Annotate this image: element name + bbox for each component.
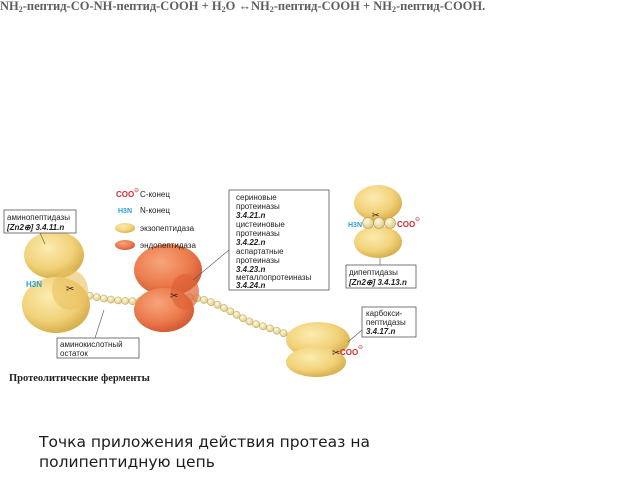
coo-carboxy: COO xyxy=(340,348,358,357)
aminopeptidase-name: аминопептидазы xyxy=(7,213,70,222)
legend-c-end-label: С-конец xyxy=(140,190,170,199)
dipeptidase-label-box xyxy=(345,264,417,289)
caption-line-2: полипептидную цепь xyxy=(39,453,215,471)
residue-line-1: аминокислотный xyxy=(60,340,123,349)
endo-line-9: 3.4.23.n xyxy=(236,265,265,274)
endopeptidase-leader xyxy=(192,249,230,281)
amino-acid-bead xyxy=(92,293,101,302)
legend-c-end-charge: ⊖ xyxy=(134,188,139,194)
amino-acid-bead xyxy=(232,311,241,319)
legend: COO ⊖ С-конец H3N N-конец экзопептидаза … xyxy=(115,188,197,250)
endo-line-2: протеиназы xyxy=(236,202,280,211)
amino-acid-bead xyxy=(245,317,254,326)
carboxypeptidase-leader xyxy=(347,329,363,343)
coo-dipeptide: COO xyxy=(397,220,415,229)
endo-line-8: протеиназы xyxy=(236,256,280,265)
equation-lhs-1-sub: 2 xyxy=(18,5,23,14)
equation-rhs-2: -пептид-COOH. xyxy=(395,0,486,13)
dipeptidase-name: дипептидазы xyxy=(349,268,398,277)
figure-title: Протеолитические ферменты xyxy=(9,373,150,384)
amino-acid-bead xyxy=(259,322,267,331)
amino-acid-bead xyxy=(200,296,208,304)
equation-lhs-3: O ↔NH xyxy=(225,0,270,13)
caption-line-1: Точка приложения действия протеаз на xyxy=(39,433,370,451)
aminopeptidase-leader xyxy=(39,232,46,245)
scissors-icon: ✂ xyxy=(66,284,74,295)
endo-line-3: 3.4.21.n xyxy=(236,211,265,220)
amino-acid-bead xyxy=(114,296,122,305)
aminopeptidase-code: [Zn2⊕] 3.4.11.n xyxy=(6,223,64,232)
endo-line-10: металлопротеиназы xyxy=(236,273,312,282)
coo-dipeptide-charge: ⊖ xyxy=(415,217,420,223)
amino-acid-bead xyxy=(220,304,228,312)
amino-acid-bead xyxy=(239,314,247,323)
residue-leader xyxy=(94,309,105,339)
n-terminus-left: H3N xyxy=(26,280,42,289)
amino-acid-bead xyxy=(226,307,235,316)
carboxy-line-2: пептидазы xyxy=(366,318,406,327)
amino-acid-bead xyxy=(107,295,115,304)
amino-acid-bead xyxy=(279,329,288,338)
amino-acid-bead xyxy=(207,298,215,306)
endo-line-7: аспартатные xyxy=(236,247,284,256)
carboxy-line-1: карбокси- xyxy=(366,309,403,318)
scissors-icon: ✂ xyxy=(170,291,178,302)
endo-line-6: 3.4.22.n xyxy=(236,238,265,247)
endopeptidase-enzyme: ✂ xyxy=(134,244,202,332)
amino-acid-bead xyxy=(266,324,274,333)
equation-lhs-1: NH xyxy=(0,0,19,13)
carboxypeptidase-label-box xyxy=(361,306,417,338)
equation-rhs-1-sub: 2 xyxy=(391,5,396,14)
equation-rhs-1: -пептид-COOH + NH xyxy=(273,0,392,13)
residue-line-2: остаток xyxy=(60,349,88,358)
legend-n-end-formula: H3N xyxy=(118,208,132,215)
legend-c-end-formula: COO xyxy=(116,190,134,199)
aminopeptidase-enzyme: ✂ xyxy=(22,231,90,333)
coo-carboxy-charge: ⊖ xyxy=(358,345,363,351)
legend-n-end-label: N-конец xyxy=(140,206,170,215)
amino-acid-bead xyxy=(252,320,260,329)
hydrolysis-equation: NH2-пептид-CO-NH-пептид-COOH + H2O ↔NH2-… xyxy=(0,0,625,16)
legend-exo-label: экзопептидаза xyxy=(140,224,195,233)
legend-endo-label: эндопептидаза xyxy=(140,241,197,250)
legend-endo-swatch xyxy=(115,240,135,250)
legend-exo-swatch xyxy=(115,223,135,233)
amino-acid-bead xyxy=(128,297,137,306)
carboxy-line-3: 3.4.17.n xyxy=(366,327,395,336)
scissors-icon: ✂ xyxy=(332,348,340,359)
equation-lhs-2-sub: 2 xyxy=(221,5,226,14)
endo-line-4: цистеиновые xyxy=(236,220,285,229)
carboxypeptidase-enzyme: ✂ xyxy=(286,322,350,377)
endo-line-1: сериновые xyxy=(236,193,277,202)
residue-label-box xyxy=(56,337,140,359)
n-terminus-dipeptide: H3N xyxy=(348,222,362,229)
amino-acid-bead xyxy=(272,326,281,335)
amino-acid-bead xyxy=(100,294,108,303)
endo-line-5: протеиназы xyxy=(236,229,280,238)
endopeptidase-label-box xyxy=(228,189,330,291)
amino-acid-bead xyxy=(121,297,130,305)
scissors-icon: ✂ xyxy=(372,210,380,220)
dipeptidase-enzyme: ✂ xyxy=(354,185,402,258)
caption: Точка приложения действия протеаз на пол… xyxy=(39,432,370,472)
endo-line-11: 3.4.24.n xyxy=(236,281,265,290)
equation-lhs-3-sub: 2 xyxy=(269,5,274,14)
equation-lhs-2: -пептид-CO-NH-пептид-COOH + H xyxy=(22,0,222,13)
dipeptidase-code: [Zn2⊕] 3.4.13.n xyxy=(348,278,407,287)
amino-acid-bead xyxy=(213,300,222,309)
